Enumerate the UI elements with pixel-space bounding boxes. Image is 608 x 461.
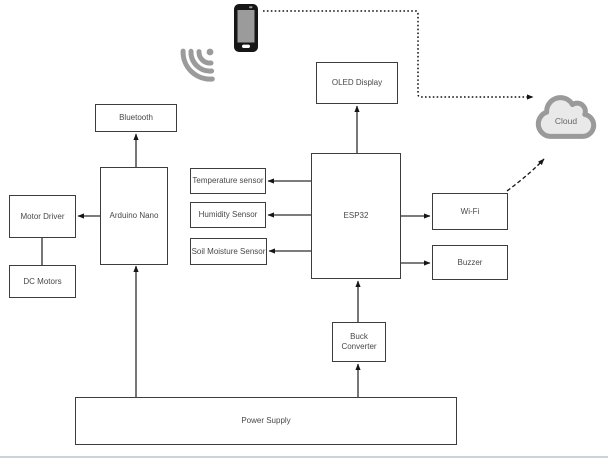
block-humidity-sensor: Humidity Sensor — [190, 202, 266, 228]
block-power-supply: Power Supply — [75, 397, 457, 445]
block-buck-converter: Buck Converter — [332, 322, 386, 362]
block-wifi: Wi-Fi — [432, 193, 508, 230]
block-oled-display: OLED Display — [316, 62, 398, 104]
block-arduino-nano: Arduino Nano — [100, 167, 168, 265]
wireless-signal-icon — [180, 48, 215, 82]
block-motor-driver: Motor Driver — [9, 195, 76, 238]
cloud-icon — [535, 95, 597, 139]
edge-wifi-cloud — [506, 158, 545, 192]
block-dc-motors: DC Motors — [9, 265, 76, 298]
bottom-divider — [0, 456, 608, 458]
edge-phone-cloud — [263, 10, 534, 100]
block-buzzer: Buzzer — [432, 245, 508, 280]
block-esp32: ESP32 — [311, 153, 401, 279]
smartphone-icon — [234, 4, 258, 52]
block-soil-moisture-sensor: Soil Moisture Sensor — [190, 238, 267, 265]
block-temperature-sensor: Temperature sensor — [190, 168, 266, 194]
block-bluetooth: Bluetooth — [95, 104, 177, 132]
